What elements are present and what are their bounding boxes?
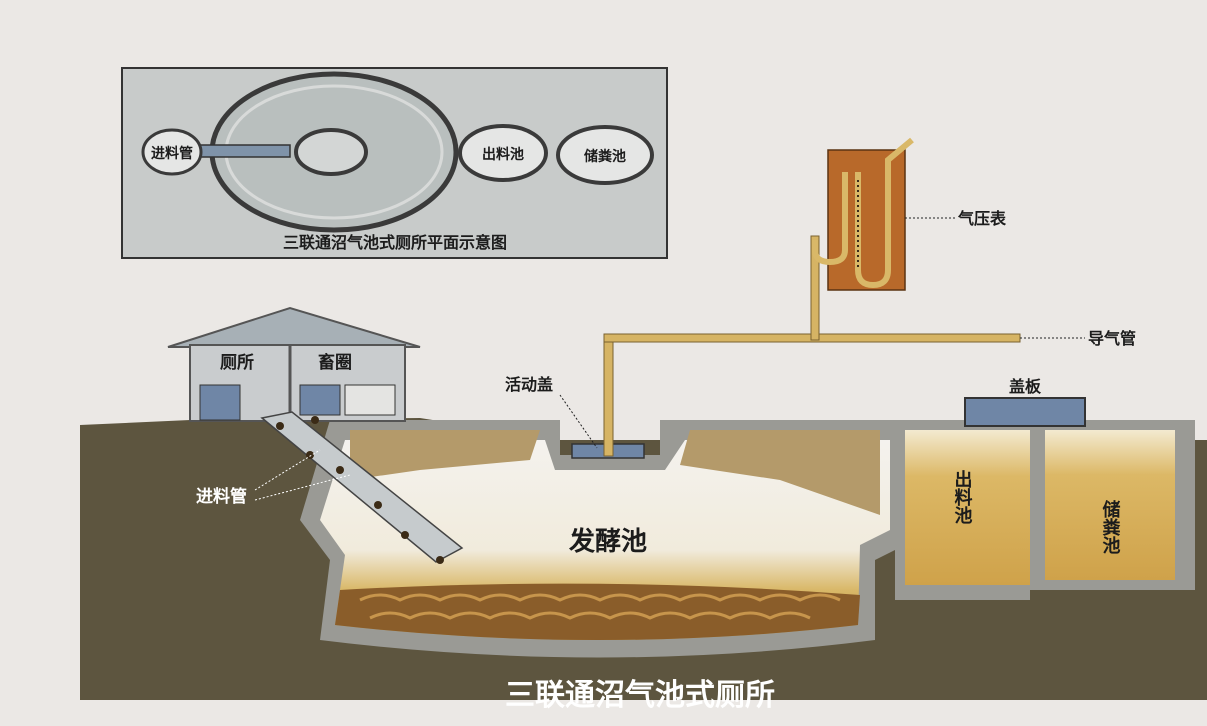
- movable-cover-plan: [294, 128, 368, 176]
- inset-storage-label: 储粪池: [583, 148, 626, 165]
- cover-plate: [964, 397, 1086, 427]
- outlet-tank-label: 出料池: [952, 469, 973, 524]
- inset-outlet-label: 出料池: [482, 146, 524, 163]
- toilet-house: [167, 306, 421, 422]
- diagram-title: 三联通沼气池式厕所: [505, 678, 775, 713]
- fermentation-tank-label: 发酵池: [568, 526, 647, 557]
- outlet-tank: [905, 430, 1030, 585]
- pressure-gauge-label: 气压表: [957, 209, 1007, 228]
- movable-cover-label: 活动盖: [505, 375, 553, 394]
- storage-tank: [1045, 430, 1175, 580]
- gas-pipe-label: 导气管: [1088, 329, 1136, 348]
- pressure-gauge: [812, 137, 914, 291]
- inset-inlet-label: 进料管: [151, 145, 193, 162]
- livestock-pen-label: 畜圈: [318, 352, 352, 373]
- inlet-pipe-label: 进料管: [196, 486, 247, 507]
- plan-view-inset: 进料管 出料池 储粪池 三联通沼气池式厕所平面示意图: [121, 67, 668, 259]
- inset-caption: 三联通沼气池式厕所平面示意图: [283, 233, 507, 252]
- inlet-pipe-plan: [194, 144, 291, 158]
- toilet-label: 厕所: [220, 353, 254, 373]
- cover-plate-label: 盖板: [1009, 377, 1042, 396]
- sludge-layer: [335, 583, 860, 640]
- storage-tank-label: 储粪池: [1100, 499, 1122, 554]
- inlet-pipe: [260, 411, 464, 563]
